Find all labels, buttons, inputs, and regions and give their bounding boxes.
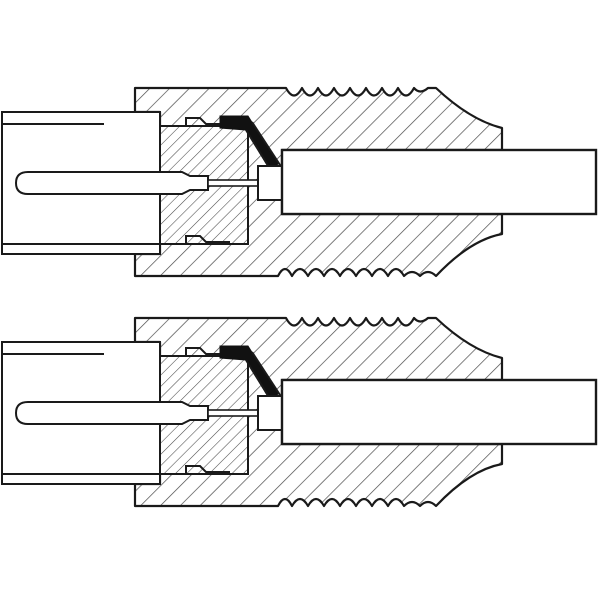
connector-bottom — [0, 316, 598, 508]
connector-top — [0, 86, 598, 278]
